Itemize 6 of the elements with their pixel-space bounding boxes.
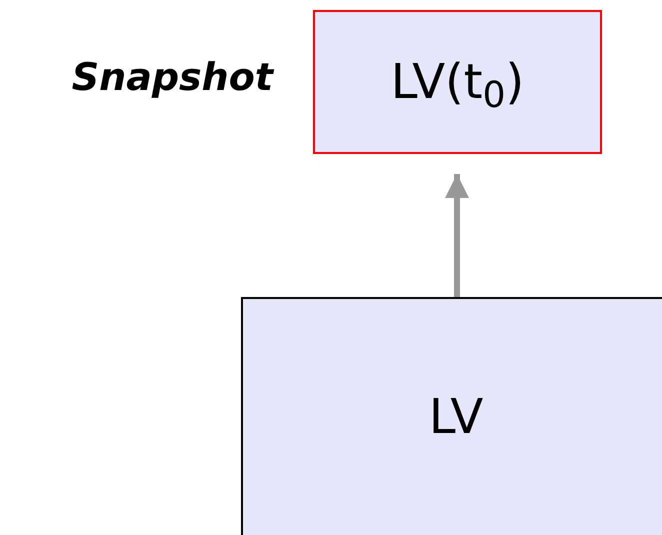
arrow [445,174,469,297]
process-box [313,10,602,154]
snapshot-label: Snapshot [72,58,273,96]
box-label: LV [428,393,484,441]
box-label: LV(t$_{0}$) [390,58,524,106]
process-box [241,297,662,535]
